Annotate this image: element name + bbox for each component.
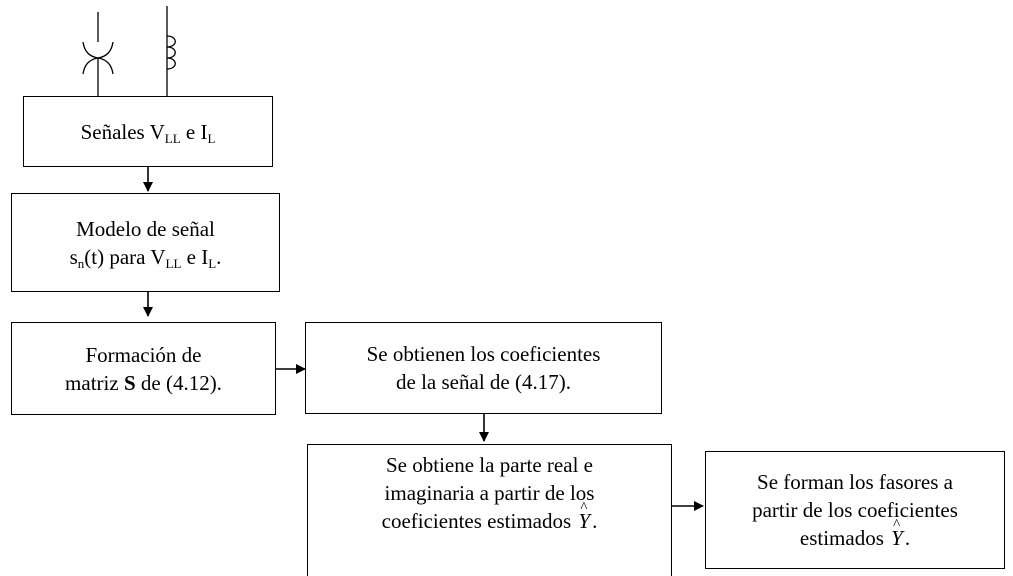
- signals-box: Señales VLL e IL: [23, 96, 273, 167]
- phasors-label: Se forman los fasores a partir de los co…: [752, 468, 958, 552]
- signals-label: Señales VLL e IL: [80, 119, 216, 146]
- voltage-transformer-icon: [82, 12, 114, 96]
- y-hat-symbol: Y: [891, 511, 903, 552]
- y-hat-symbol: Y: [578, 494, 590, 535]
- real-imag-label: Se obtiene la parte real e imaginaria a …: [382, 451, 598, 535]
- coefficients-box: Se obtienen los coeficientes de la señal…: [305, 322, 662, 414]
- signal-model-box: Modelo de señal sn(t) para VLL e IL.: [11, 193, 280, 292]
- matrix-formation-label: Formación de matriz S de (4.12).: [65, 342, 222, 395]
- coefficients-label: Se obtienen los coeficientes de la señal…: [366, 342, 601, 394]
- signal-model-label: Modelo de señal sn(t) para VLL e IL.: [69, 216, 222, 271]
- current-transformer-icon: [166, 6, 176, 96]
- real-imag-box: Se obtiene la parte real e imaginaria a …: [307, 444, 672, 576]
- phasors-box: Se forman los fasores a partir de los co…: [705, 451, 1005, 569]
- matrix-formation-box: Formación de matriz S de (4.12).: [11, 322, 276, 415]
